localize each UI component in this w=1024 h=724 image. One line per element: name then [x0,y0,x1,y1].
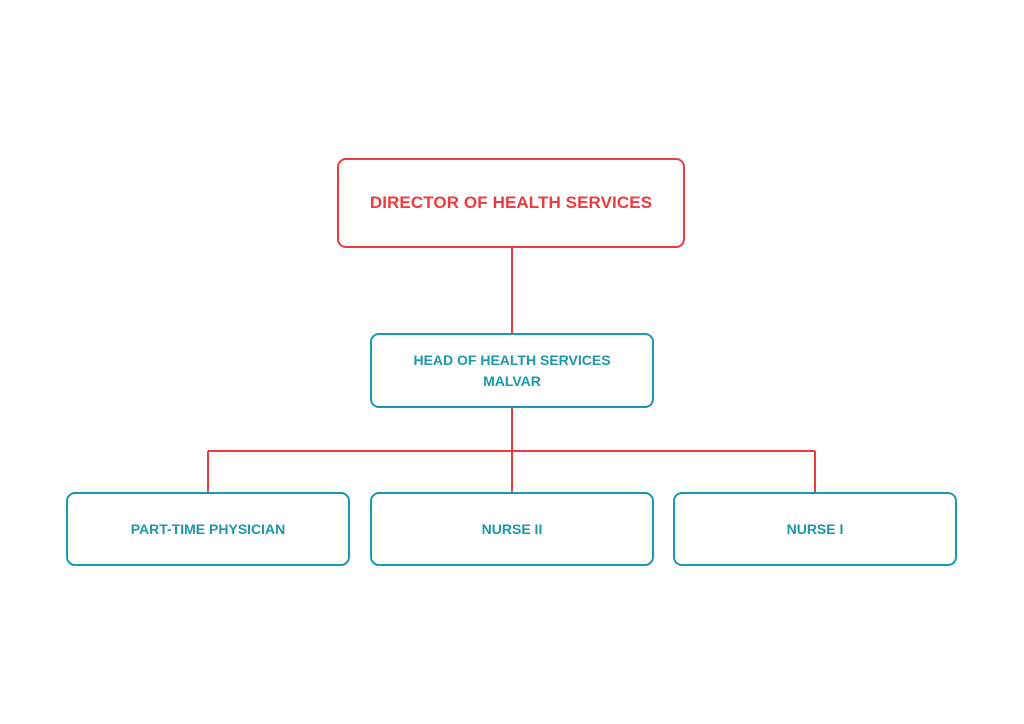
head-title: HEAD OF HEALTH SERVICES [413,351,611,368]
nurse-ii-title: NURSE II [481,521,543,537]
head-name: MALVAR [483,372,541,389]
director-node: DIRECTOR OF HEALTH SERVICES [337,158,685,248]
nurse-i-node: NURSE I [673,492,957,566]
nurse-ii-node: NURSE II [370,492,654,566]
nurse-i-title: NURSE I [786,521,844,537]
physician-node: PART-TIME PHYSICIAN [66,492,350,566]
director-title: DIRECTOR OF HEALTH SERVICES [369,193,653,212]
physician-title: PART-TIME PHYSICIAN [130,521,286,537]
head-node: HEAD OF HEALTH SERVICES MALVAR [370,333,654,408]
